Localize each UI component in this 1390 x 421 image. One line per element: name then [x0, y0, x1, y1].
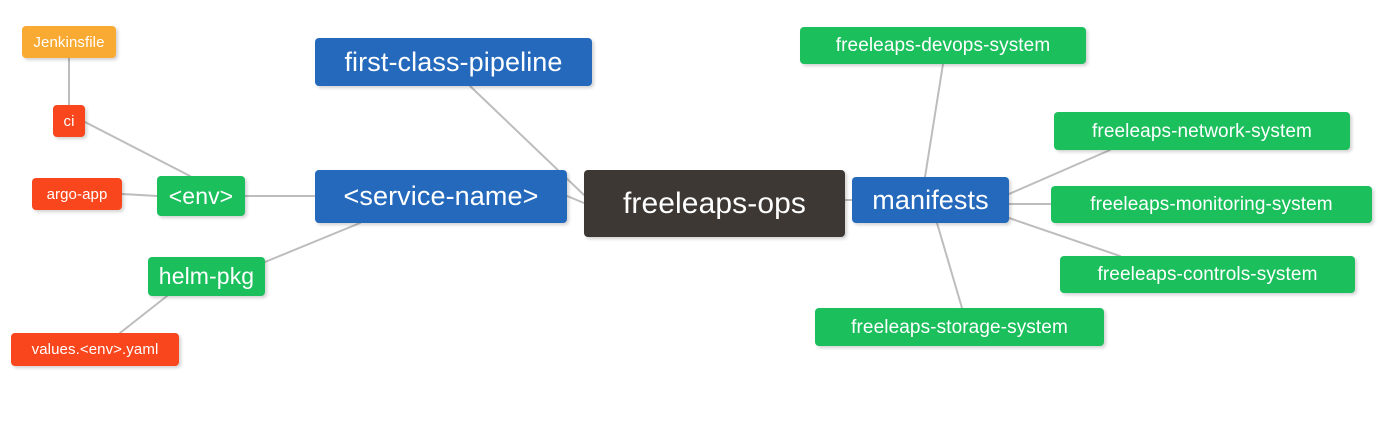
mindmap-node-freeleaps-controls-system[interactable]: freeleaps-controls-system [1060, 256, 1355, 293]
mindmap-node-label: freeleaps-devops-system [835, 35, 1051, 56]
mindmap-node-label: Jenkinsfile [33, 33, 105, 51]
mindmap-node-label: freeleaps-monitoring-system [1090, 194, 1333, 215]
mindmap-edge-env-to-ci [84, 121, 191, 177]
mindmap-node-label: freeleaps-network-system [1092, 120, 1312, 142]
mindmap-node-label: freeleaps-ops [622, 186, 807, 220]
mindmap-node-ci[interactable]: ci [53, 105, 85, 137]
mindmap-node-jenkinsfile[interactable]: Jenkinsfile [22, 26, 116, 58]
mindmap-node-label: <service-name> [343, 181, 539, 211]
mindmap-node-manifests[interactable]: manifests [852, 177, 1009, 223]
mindmap-node-label: first-class-pipeline [344, 46, 563, 77]
mindmap-node-freeleaps-ops[interactable]: freeleaps-ops [584, 170, 845, 237]
mindmap-edge-helm-pkg-to-values-env-yaml [119, 295, 168, 334]
mindmap-node-helm-pkg[interactable]: helm-pkg [148, 257, 265, 296]
mindmap-edge-manifests-to-freeleaps-devops-system [924, 63, 944, 178]
mindmap-edge-freeleaps-ops-to-service-name [566, 195, 585, 204]
mindmap-node-label: freeleaps-storage-system [851, 316, 1068, 338]
mindmap-node-freeleaps-devops-system[interactable]: freeleaps-devops-system [800, 27, 1086, 64]
mindmap-node-label: manifests [872, 184, 989, 215]
mindmap-node-argo-app[interactable]: argo-app [32, 178, 122, 210]
mindmap-node-freeleaps-storage-system[interactable]: freeleaps-storage-system [815, 308, 1104, 346]
mindmap-node-first-class-pipeline[interactable]: first-class-pipeline [315, 38, 592, 86]
mindmap-node-label: values.<env>.yaml [31, 341, 159, 358]
mindmap-node-label: <env> [168, 182, 234, 209]
mindmap-edge-service-name-to-helm-pkg [264, 222, 361, 263]
mindmap-node-label: freeleaps-controls-system [1097, 264, 1318, 285]
mindmap-node-freeleaps-network-system[interactable]: freeleaps-network-system [1054, 112, 1350, 150]
mindmap-node-label: ci [63, 112, 75, 130]
mindmap-node-service-name[interactable]: <service-name> [315, 170, 567, 223]
mindmap-node-freeleaps-monitoring-system[interactable]: freeleaps-monitoring-system [1051, 186, 1372, 223]
mindmap-edge-manifests-to-freeleaps-controls-system [1008, 217, 1121, 257]
mindmap-node-values-env-yaml[interactable]: values.<env>.yaml [11, 333, 179, 366]
mindmap-node-label: helm-pkg [158, 263, 255, 289]
mindmap-edge-manifests-to-freeleaps-storage-system [936, 222, 963, 309]
mindmap-edge-env-to-argo-app [121, 193, 158, 197]
mindmap-node-env[interactable]: <env> [157, 176, 245, 216]
mindmap-node-label: argo-app [46, 185, 108, 203]
